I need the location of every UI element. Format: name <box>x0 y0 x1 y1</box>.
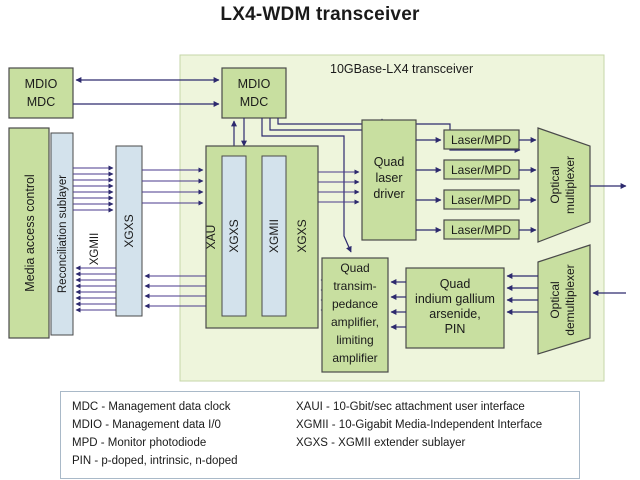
optical-multiplexer-line1: Optical <box>548 166 562 203</box>
optical-multiplexer-line2: multiplexer <box>563 156 577 214</box>
media-access-control-block <box>8 127 50 339</box>
mdio-inner-label: MDIO <box>238 77 271 91</box>
quad-ingaas-line4: PIN <box>445 322 466 336</box>
mdc-left-label: MDC <box>27 95 55 109</box>
quad-tia-line5: limiting <box>336 333 373 347</box>
xgxs-left-label: XGXS <box>122 214 136 247</box>
quad-ingaas-line1: Quad <box>440 277 471 291</box>
optical-demultiplexer-block <box>537 244 591 355</box>
quad-laser-driver-block <box>361 119 417 241</box>
optical-multiplexer-block <box>537 127 591 243</box>
optical-demultiplexer-line1: Optical <box>548 281 562 318</box>
reconciliation-sublayer-label: Reconciliation sublayer <box>57 175 69 293</box>
quad-laser-driver-line2: laser <box>375 171 402 185</box>
quad-tia-block <box>321 257 389 373</box>
laser-mpd-label-3: Laser/MPD <box>451 193 511 207</box>
xgxs-inner-block <box>221 155 247 317</box>
optical-demultiplexer-line2: demultiplexer <box>563 264 577 335</box>
quad-tia-line4: amplifier, <box>331 315 379 329</box>
legend-mdc: MDC - Management data clock <box>72 401 231 413</box>
reconciliation-sublayer-block <box>50 132 74 336</box>
legend-mdio: MDIO - Management data I/0 <box>72 419 221 431</box>
xau-label: XAU <box>204 225 218 250</box>
mdio-mdc-inner-block <box>221 67 287 119</box>
legend-mpd: MPD - Monitor photodiode <box>72 437 207 449</box>
legend-box: MDC - Management data clock MDIO - Manag… <box>60 391 580 479</box>
quad-ingaas-pin-block <box>405 267 505 349</box>
xgmii-bus-label: XGMII <box>89 233 101 266</box>
laser-mpd-label-4: Laser/MPD <box>451 223 511 237</box>
xgmii-inner-block <box>261 155 287 317</box>
xgmii-inner-label: XGMII <box>267 219 281 253</box>
legend-xgmii: XGMII - 10-Gigabit Media-Independent Int… <box>296 419 543 431</box>
quad-ingaas-line2: indium gallium <box>415 292 495 306</box>
mdio-left-label: MDIO <box>25 77 58 91</box>
transceiver-diagram: 10GBase-LX4 transceiver MDIO MDC MDIO MD… <box>8 54 627 382</box>
mdio-mdc-left-block <box>8 67 74 119</box>
mdio-to-laser-line <box>261 118 352 253</box>
quad-laser-driver-line1: Quad <box>374 155 405 169</box>
quad-tia-line6: amplifier <box>332 351 377 365</box>
quad-ingaas-line3: arsenide, <box>429 307 480 321</box>
legend-xgxs: XGXS - XGMII extender sublayer <box>296 437 466 449</box>
xgxs-left-block <box>115 145 143 317</box>
media-access-control-label: Media access control <box>23 174 37 291</box>
legend-pin: PIN - p-doped, intrinsic, n-doped <box>72 455 238 467</box>
transceiver-label: 10GBase-LX4 transceiver <box>330 62 473 76</box>
quad-tia-line2: transim- <box>333 279 376 293</box>
xgxs-right-label: XGXS <box>295 219 309 252</box>
mdc-inner-label: MDC <box>240 95 268 109</box>
legend-xaui: XAUI - 10-Gbit/sec attachment user inter… <box>296 401 525 413</box>
mdio-to-tia-line <box>277 118 521 153</box>
quad-tia-line1: Quad <box>340 261 369 275</box>
quad-laser-driver-line3: driver <box>373 187 404 201</box>
laser-mpd-label-1: Laser/MPD <box>451 133 511 147</box>
xgxs-inner-label: XGXS <box>227 219 241 252</box>
quad-tia-line3: pedance <box>332 297 378 311</box>
laser-mpd-label-2: Laser/MPD <box>451 163 511 177</box>
diagram-title: LX4-WDM transceiver <box>220 4 420 25</box>
